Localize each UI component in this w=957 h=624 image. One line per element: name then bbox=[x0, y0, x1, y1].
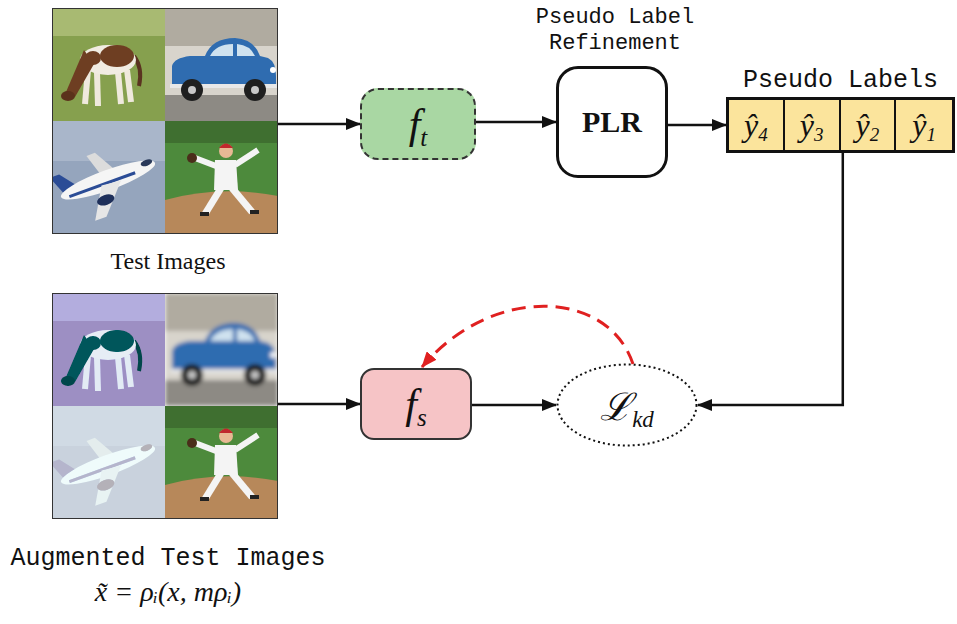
airplane-image bbox=[52, 406, 165, 519]
node-text: 4 bbox=[758, 124, 768, 146]
car-image bbox=[165, 293, 278, 406]
node-heading: Test Images bbox=[111, 248, 226, 274]
pitcher-aug bbox=[165, 406, 278, 519]
node-text: f bbox=[409, 100, 421, 148]
pitcher-image bbox=[165, 406, 278, 519]
caption-block: Test Images bbox=[3, 247, 333, 275]
flow-arrow bbox=[476, 121, 556, 124]
label-cell: ŷ1 bbox=[896, 100, 952, 150]
image-grid: Test Images bbox=[52, 8, 278, 234]
airplane-aug bbox=[52, 406, 165, 519]
flow-arrow bbox=[278, 123, 360, 126]
test-images bbox=[47, 8, 278, 234]
node-text: ℒ bbox=[600, 379, 632, 431]
node-text: 3 bbox=[814, 124, 824, 146]
label-cell: ŷ2 bbox=[841, 100, 897, 150]
horse-image bbox=[52, 293, 165, 406]
feedback-arrow bbox=[422, 306, 633, 367]
node-text: PLR bbox=[582, 105, 642, 139]
node-heading: x̃ = ρᵢ(x, mρᵢ) bbox=[3, 574, 333, 610]
node-heading: Augmented Test Images bbox=[3, 544, 333, 574]
label-cell: ŷ4 bbox=[729, 100, 785, 150]
image-grid: Augmented Test Imagesx̃ = ρᵢ(x, mρᵢ) bbox=[52, 293, 278, 519]
loss-ellipse: ℒkd bbox=[556, 363, 698, 447]
node-label: ŷ4 bbox=[744, 107, 768, 144]
augmented-images bbox=[47, 293, 278, 519]
flow-arrow bbox=[472, 404, 556, 407]
node-text: f bbox=[405, 380, 417, 428]
car-aug bbox=[165, 293, 278, 406]
refinement-box: Pseudo Label RefinementPLR bbox=[556, 66, 668, 178]
car-image bbox=[165, 8, 278, 121]
airplane-image bbox=[47, 121, 167, 234]
label-cell: ŷ3 bbox=[785, 100, 841, 150]
pitcher-image bbox=[165, 121, 278, 234]
node-text: ŷ bbox=[800, 107, 814, 144]
flow-arrow bbox=[278, 403, 360, 406]
node-label: ŷ3 bbox=[800, 107, 824, 144]
ellipse-outline bbox=[558, 365, 697, 446]
node-text: 2 bbox=[870, 124, 880, 146]
node-text: kd bbox=[632, 407, 654, 433]
heading-block: Pseudo Labels bbox=[721, 66, 957, 96]
flow-arrow bbox=[698, 153, 843, 405]
horse-image bbox=[52, 8, 165, 121]
node-label: ℒkd bbox=[600, 379, 654, 431]
node-label: ft bbox=[409, 100, 428, 148]
node-text: ŷ bbox=[744, 107, 758, 144]
flow-arrow bbox=[668, 124, 726, 127]
node-label: fs bbox=[405, 380, 426, 428]
node-heading: Pseudo Label Refinement bbox=[509, 5, 721, 57]
node-text: ŷ bbox=[912, 107, 926, 144]
node-text: s bbox=[417, 404, 427, 432]
node-text: ŷ bbox=[856, 107, 870, 144]
heading-block: Pseudo Label Refinement bbox=[509, 5, 721, 57]
node-label: PLR bbox=[582, 105, 642, 139]
teacher-model: ft bbox=[360, 88, 476, 160]
node-text: t bbox=[420, 124, 427, 152]
node-text: 1 bbox=[926, 124, 936, 146]
node-heading: Pseudo Labels bbox=[721, 66, 957, 96]
horse-aug bbox=[52, 293, 165, 406]
node-label: ŷ1 bbox=[912, 107, 936, 144]
pseudo-label-bar: Pseudo Labelsŷ4ŷ3ŷ2ŷ1 bbox=[726, 97, 955, 153]
node-label: ŷ2 bbox=[856, 107, 880, 144]
caption-block: Augmented Test Imagesx̃ = ρᵢ(x, mρᵢ) bbox=[3, 544, 333, 610]
student-model: fs bbox=[360, 368, 472, 440]
